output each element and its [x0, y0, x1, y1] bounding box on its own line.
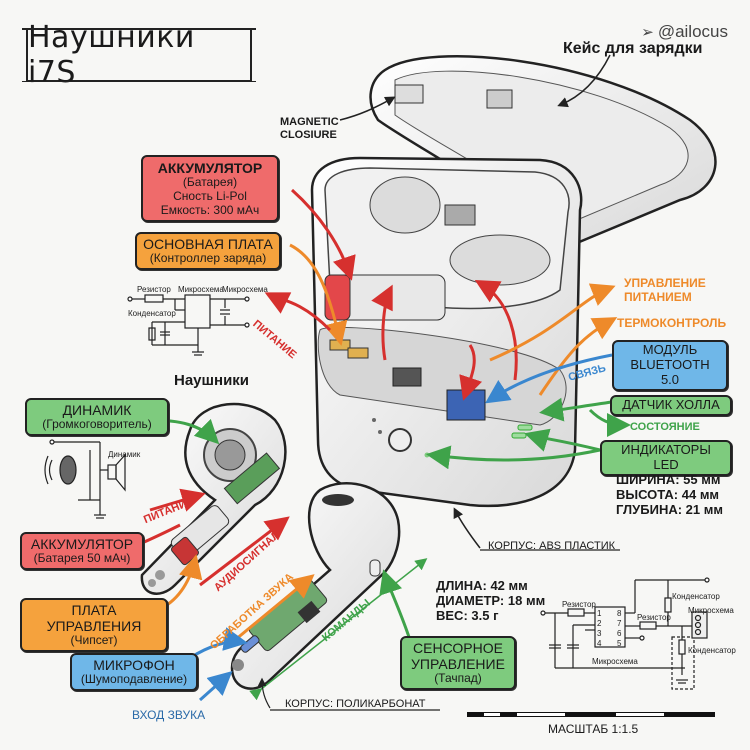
- thermo-text: ТЕРМОКОНТРОЛЬ: [617, 316, 727, 330]
- arrow-case-heading: [557, 54, 611, 108]
- arrow-audio: [199, 516, 290, 587]
- arrow-sound-in: [199, 671, 233, 702]
- bluetooth-label: МОДУЛЬ BLUETOOTH 5.0: [612, 340, 728, 391]
- case-heading: Кейс для зарядки: [563, 40, 703, 57]
- speaker-circuit: [44, 439, 126, 519]
- magnetic-closure-label: MAGNETIC CLOSIURE: [280, 116, 339, 141]
- arrow-led: [524, 428, 601, 452]
- earbud-circuit-chip: Микросхема: [592, 657, 638, 666]
- power-mgmt-text: УПРАВЛЕНИЕ ПИТАНИЕМ: [624, 276, 706, 304]
- earbud-circuit-chip-out: Микросхема: [688, 606, 734, 615]
- earbud-specs: ДЛИНА: 42 мм ДИАМЕТР: 18 мм ВЕС: 3.5 г: [436, 578, 546, 623]
- control-board-label: ПЛАТА УПРАВЛЕНИЯ (Чипсет): [20, 598, 168, 652]
- earbud-circuit-resistor-2: Резистор: [637, 613, 671, 622]
- scale-bar: [467, 712, 715, 717]
- earbud-circuit-capacitor-1: Конденсатор: [672, 592, 720, 601]
- case-circuit: [127, 294, 250, 356]
- case-specs: ШИРИНА: 55 мм ВЫСОТА: 44 мм ГЛУБИНА: 21 …: [616, 472, 723, 517]
- earbud-circuit-resistor-1: Резистор: [562, 600, 596, 609]
- earbud-left: [140, 402, 287, 595]
- case-circuit-chip-1: Микросхема: [178, 285, 224, 294]
- led-label: ИНДИКАТОРЫ LED: [600, 440, 732, 476]
- page-title: Наушники i7S: [22, 20, 256, 90]
- telegram-send-icon: ➢: [641, 24, 654, 41]
- arrow-main-board: [289, 243, 348, 346]
- case-lid: [369, 54, 717, 252]
- main-board-label: ОСНОВНАЯ ПЛАТА (Контроллер заряда): [135, 232, 281, 270]
- earbud-circuit-capacitor-2: Конденсатор: [688, 646, 736, 655]
- earbud-circuit-pins-right: 8 7 6 5: [617, 609, 622, 648]
- arrow-power-case: [264, 292, 332, 332]
- arrow-magnetic: [339, 96, 396, 121]
- touch-control-label: СЕНСОРНОЕ УПРАВЛЕНИЕ (Тачпад): [400, 636, 516, 690]
- watermark-handle: @ailocus: [657, 22, 728, 41]
- watermark: ➢ @ailocus: [641, 22, 728, 42]
- case-circuit-resistor: Резистор: [137, 285, 171, 294]
- earbuds-heading: Наушники: [174, 372, 250, 389]
- hall-sensor-label: ДАТЧИК ХОЛЛА: [610, 395, 732, 416]
- arrow-touch: [379, 569, 412, 641]
- arrow-bluetooth: [485, 353, 613, 404]
- case-battery-label: АККУМУЛЯТОР (Батарея) Сность Li-Pol Емко…: [141, 155, 279, 223]
- case-circuit-capacitor: Конденсатор: [128, 309, 176, 318]
- state-text: СОСТОЯНИЕ: [630, 421, 700, 433]
- case-circuit-chip-2: Микросхема: [222, 285, 268, 294]
- arrow-power-earbud: [149, 488, 206, 512]
- arrow-thermo: [538, 317, 618, 396]
- arrow-power-mgmt: [489, 283, 616, 362]
- case-body-material: КОРПУС: ABS ПЛАСТИК: [488, 540, 616, 552]
- earbud-right: [230, 482, 401, 690]
- microphone-label: МИКРОФОН (Шумоподавление): [70, 653, 198, 691]
- case-body: [310, 156, 583, 508]
- arrow-hall: [539, 397, 613, 422]
- speaker-circuit-label: Динамик: [108, 450, 141, 459]
- arrow-battery: [291, 188, 356, 281]
- earbud-circuit-pins-left: 1 2 3 4: [597, 609, 602, 648]
- earbud-circuit: [540, 577, 710, 690]
- sound-in-text: ВХОД ЗВУКА: [132, 708, 206, 722]
- earbud-battery-label: АККУМУЛЯТОР (Батарея 50 мАч): [20, 532, 144, 570]
- speaker-label: ДИНАМИК (Громкоговоритель): [25, 398, 169, 436]
- scale-label: МАСШТАБ 1:1.5: [548, 722, 639, 736]
- earbud-body-material: КОРПУС: ПОЛИКАРБОНАТ: [285, 698, 426, 710]
